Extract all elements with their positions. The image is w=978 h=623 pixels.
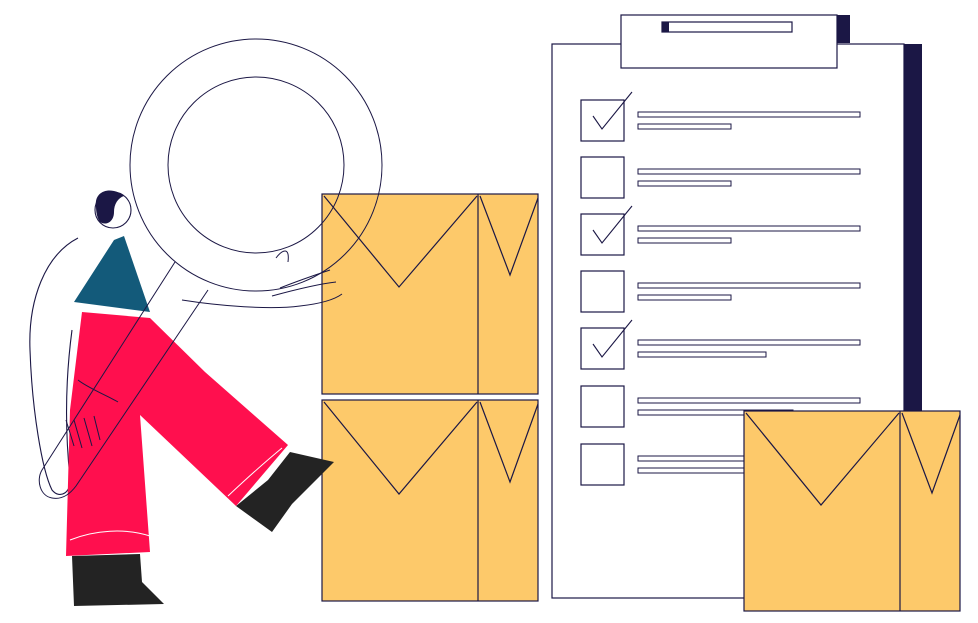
clip-shadow [836,15,850,43]
checkbox [580,327,625,370]
person-pants [66,312,288,556]
person-hand-lower [65,379,119,449]
text-line-placeholder [637,282,861,289]
text-line-placeholder [637,339,861,346]
person-shoe-front [236,452,334,532]
magnifier-handle [38,261,209,499]
clip-label-mark [662,22,669,32]
text-line-placeholder [637,467,759,474]
person [29,190,334,606]
person-shoe-back [72,554,164,606]
checkbox [580,213,625,256]
person-shirt [74,236,150,312]
checklist-item [580,270,861,313]
text-line-placeholder [637,180,732,187]
checkbox [580,385,625,428]
text-line-placeholder [637,397,861,404]
checklist-item [580,205,861,256]
checklist-item [580,385,861,428]
pants-seam [227,447,283,497]
checklist-item [580,156,861,199]
text-line-placeholder [637,168,861,175]
clip-label-bar [661,21,793,33]
checklist-item [580,319,861,370]
person-hand-upper [181,250,343,309]
magnifier-rim-outer [129,38,383,292]
cardboard-box-icon [743,410,961,612]
magnifying-glass-icon [38,38,383,499]
person-arm-back [29,237,79,495]
box-stack [321,193,539,602]
checkbox [580,156,625,199]
checkbox [580,99,625,142]
checklist-item [580,91,861,142]
cardboard-box-icon [321,399,539,602]
clipboard-side-bar [904,44,922,424]
text-line-placeholder [637,237,732,244]
text-line-placeholder [637,351,767,358]
magnifier-lens [167,76,345,254]
checkmark-icon [592,205,633,244]
checkmark-icon [592,319,633,358]
cardboard-box-icon [321,193,539,395]
text-line-placeholder [637,123,732,130]
text-line-placeholder [637,111,861,118]
person-hair [95,190,124,224]
checkbox [580,443,625,486]
text-line-placeholder [637,225,861,232]
checklist [580,91,861,486]
checkbox [580,270,625,313]
text-line-placeholder [637,294,732,301]
pants-seam [69,530,151,541]
checkmark-icon [592,91,633,130]
